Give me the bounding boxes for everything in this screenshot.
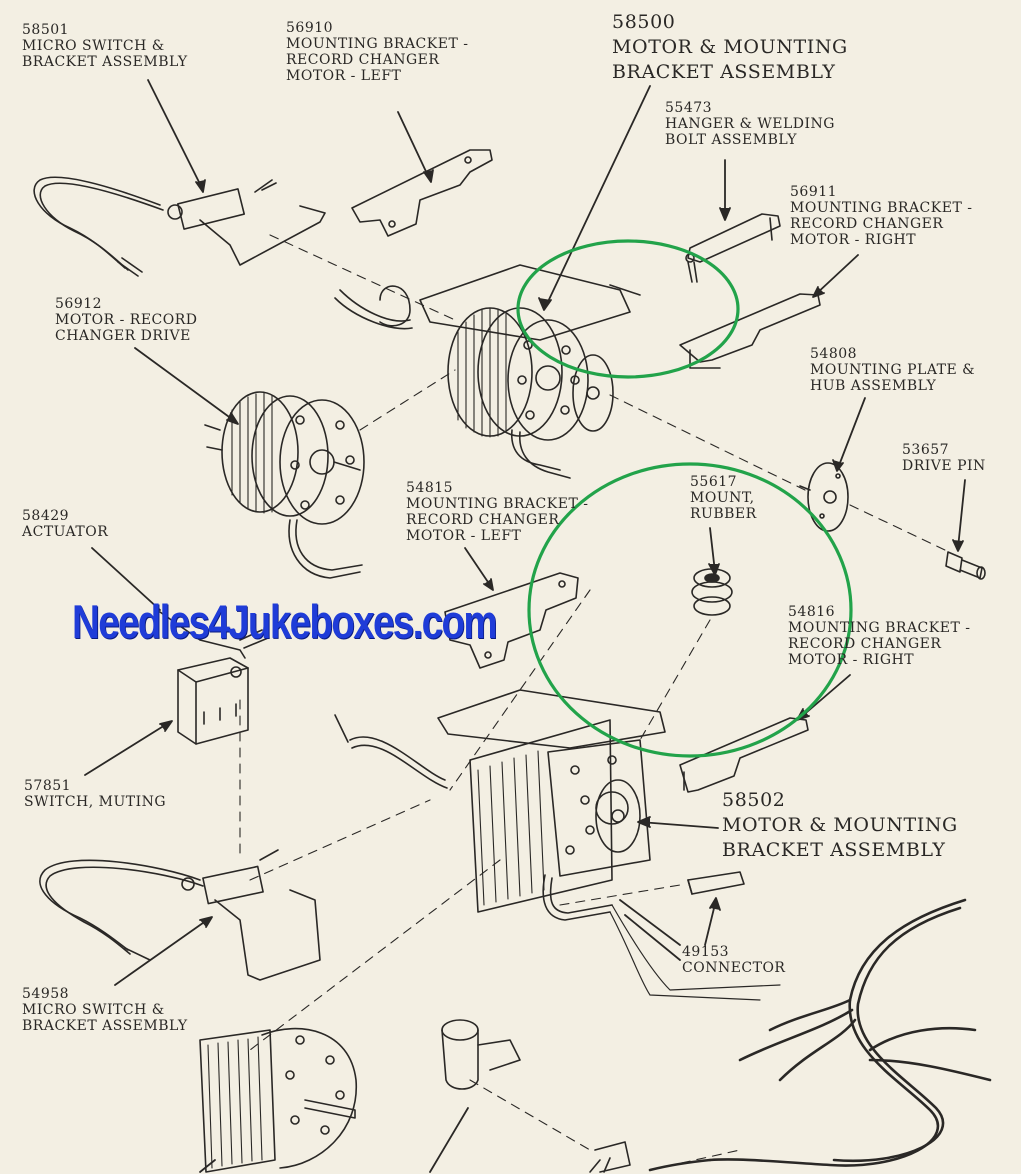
part-desc-line-1: MOUNTING BRACKET - bbox=[788, 620, 971, 636]
part-desc-line-1: ACTUATOR bbox=[22, 524, 109, 540]
part-desc-line-3: MOTOR - LEFT bbox=[286, 68, 402, 84]
part-number: 53657 bbox=[902, 442, 950, 458]
part-desc-line-3: MOTOR - RIGHT bbox=[788, 652, 915, 668]
connector-49153-drawing bbox=[687, 871, 745, 895]
part-number: 54816 bbox=[788, 604, 836, 620]
part-label-58500: 58500 MOTOR & MOUNTING BRACKET ASSEMBLY bbox=[612, 10, 848, 85]
rubber-mount-55617-drawing bbox=[691, 568, 733, 616]
motor-assembly-58502-drawing bbox=[334, 689, 666, 921]
micro-switch-bracket-54958-drawing bbox=[39, 849, 321, 981]
part-desc-line-2: RECORD CHANGER bbox=[790, 216, 944, 232]
part-number: 56911 bbox=[790, 184, 838, 200]
part-number: 55473 bbox=[665, 100, 713, 116]
hanger-55473-drawing bbox=[685, 213, 781, 283]
part-number: 49153 bbox=[682, 944, 730, 960]
part-number: 54808 bbox=[810, 346, 858, 362]
part-desc-line-2: HUB ASSEMBLY bbox=[810, 378, 937, 394]
part-desc-line-1: MOTOR - RECORD bbox=[55, 312, 198, 328]
leader-arrows bbox=[84, 79, 966, 1173]
part-desc-line-2: RECORD CHANGER bbox=[788, 636, 942, 652]
drive-pin-53657-drawing bbox=[945, 551, 986, 580]
part-desc-line-2: BRACKET ASSEMBLY bbox=[22, 1018, 188, 1034]
motor-56912-drawing bbox=[204, 391, 365, 579]
part-desc-line-1: MOUNT, bbox=[690, 490, 755, 506]
part-desc-line-2: BRACKET ASSEMBLY bbox=[612, 61, 836, 83]
part-label-54816: 54816 MOUNTING BRACKET - RECORD CHANGER … bbox=[788, 604, 970, 668]
watermark: Needles4Jukeboxes.com bbox=[72, 595, 498, 648]
part-label-54958: 54958 MICRO SWITCH & BRACKET ASSEMBLY bbox=[22, 986, 188, 1034]
part-desc-line-3: MOTOR - LEFT bbox=[406, 528, 522, 544]
part-number: 58502 bbox=[722, 789, 786, 811]
wire-leads-drawing bbox=[609, 904, 781, 1001]
part-number: 56912 bbox=[55, 296, 103, 312]
highlight-circles bbox=[516, 239, 853, 758]
part-label-56911: 56911 MOUNTING BRACKET - RECORD CHANGER … bbox=[790, 184, 972, 248]
part-number: 57851 bbox=[24, 778, 72, 794]
part-label-55617: 55617 MOUNT, RUBBER bbox=[690, 474, 757, 522]
assembly-guide-lines bbox=[239, 234, 946, 1171]
part-label-58502: 58502 MOTOR & MOUNTING BRACKET ASSEMBLY bbox=[722, 788, 958, 863]
bracket-56910-drawing bbox=[351, 149, 493, 237]
plate-hub-54808-drawing bbox=[799, 462, 849, 532]
part-number: 58500 bbox=[612, 11, 676, 33]
part-number: 54815 bbox=[406, 480, 454, 496]
part-desc-line-1: MICRO SWITCH & bbox=[22, 1002, 165, 1018]
part-desc-line-1: CONNECTOR bbox=[682, 960, 786, 976]
motor-assembly-58500-drawing bbox=[334, 264, 641, 479]
bracket-56911-drawing bbox=[679, 293, 821, 369]
part-label-56912: 56912 MOTOR - RECORD CHANGER DRIVE bbox=[55, 296, 198, 344]
part-number: 55617 bbox=[690, 474, 738, 490]
part-desc-line-1: DRIVE PIN bbox=[902, 458, 986, 474]
part-desc-line-1: MOUNTING BRACKET - bbox=[406, 496, 589, 512]
part-desc-line-1: MICRO SWITCH & bbox=[22, 38, 165, 54]
highlight-circle-lower bbox=[527, 462, 853, 758]
part-desc-line-1: MOUNTING BRACKET - bbox=[286, 36, 469, 52]
part-label-58429: 58429 ACTUATOR bbox=[22, 508, 108, 540]
part-label-54815: 54815 MOUNTING BRACKET - RECORD CHANGER … bbox=[406, 480, 588, 544]
part-desc-line-1: MOUNTING BRACKET - bbox=[790, 200, 973, 216]
part-label-49153: 49153 CONNECTOR bbox=[682, 944, 785, 976]
part-desc-line-2: CHANGER DRIVE bbox=[55, 328, 191, 344]
part-desc-line-2: BOLT ASSEMBLY bbox=[665, 132, 798, 148]
part-desc-line-2: BRACKET ASSEMBLY bbox=[22, 54, 188, 70]
part-label-58501: 58501 MICRO SWITCH & BRACKET ASSEMBLY bbox=[22, 22, 188, 70]
part-desc-line-2: RUBBER bbox=[690, 506, 757, 522]
part-desc-line-2: RECORD CHANGER bbox=[286, 52, 440, 68]
socket-plug-drawing bbox=[441, 1019, 631, 1173]
part-number: 54958 bbox=[22, 986, 70, 1002]
muting-switch-57851-drawing bbox=[177, 657, 249, 745]
part-label-55473: 55473 HANGER & WELDING BOLT ASSEMBLY bbox=[665, 100, 835, 148]
highlight-circle-upper bbox=[516, 239, 740, 379]
part-desc-line-2: BRACKET ASSEMBLY bbox=[722, 839, 946, 861]
part-number: 58429 bbox=[22, 508, 70, 524]
part-label-54808: 54808 MOUNTING PLATE & HUB ASSEMBLY bbox=[810, 346, 975, 394]
part-desc-line-1: MOTOR & MOUNTING bbox=[612, 36, 848, 58]
part-label-57851: 57851 SWITCH, MUTING bbox=[24, 778, 166, 810]
part-number: 56910 bbox=[286, 20, 334, 36]
part-desc-line-1: MOTOR & MOUNTING bbox=[722, 814, 958, 836]
motor-bottom-drawing bbox=[199, 1027, 357, 1173]
actuator-58429-drawing bbox=[159, 611, 269, 659]
part-number: 58501 bbox=[22, 22, 70, 38]
part-desc-line-1: MOUNTING PLATE & bbox=[810, 362, 976, 378]
part-label-53657: 53657 DRIVE PIN bbox=[902, 442, 986, 474]
part-label-56910: 56910 MOUNTING BRACKET - RECORD CHANGER … bbox=[286, 20, 468, 84]
bracket-54815-drawing bbox=[444, 572, 579, 669]
part-desc-line-1: SWITCH, MUTING bbox=[24, 794, 167, 810]
part-desc-line-3: MOTOR - RIGHT bbox=[790, 232, 917, 248]
part-desc-line-2: RECORD CHANGER bbox=[406, 512, 560, 528]
micro-switch-bracket-58501-drawing bbox=[33, 176, 326, 277]
wiring-harness-drawing bbox=[648, 898, 992, 1172]
part-desc-line-1: HANGER & WELDING bbox=[665, 116, 835, 132]
